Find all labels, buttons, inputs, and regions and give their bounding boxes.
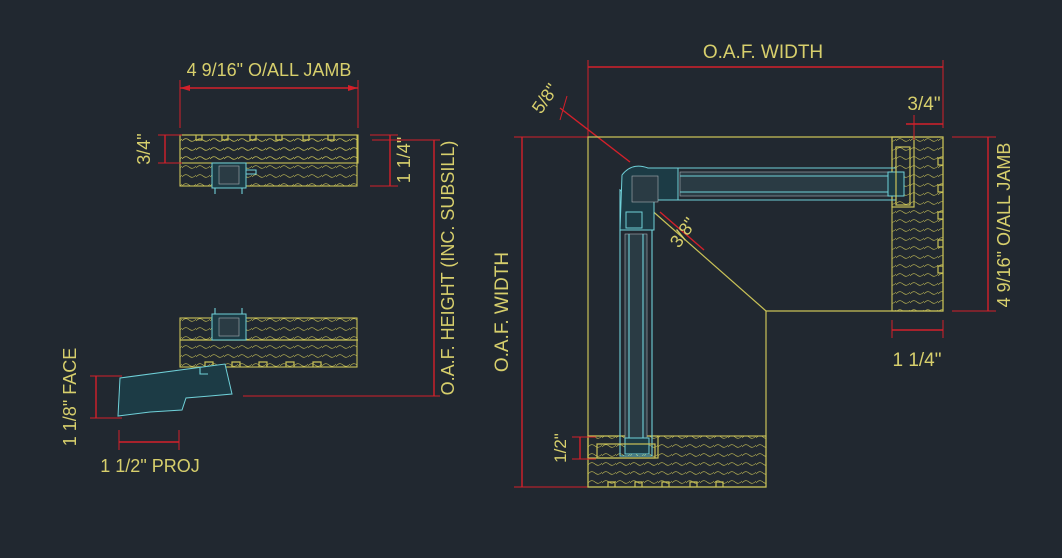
label-one-quarter-right: 1 1/4" (394, 137, 414, 183)
lower-sill-board (179, 308, 358, 368)
dim-oaf-width-top: O.A.F. WIDTH (587, 42, 944, 140)
dim-face: 1 1/8" FACE (60, 348, 122, 446)
dim-jamb-right: 4 9/16" O/ALL JAMB (952, 136, 1014, 312)
dim-three-quarter-left: 3/4" (134, 133, 182, 165)
dim-half: 1/2" (551, 433, 596, 463)
upper-jamb-board (179, 134, 359, 194)
dim-oaf-height: O.A.F. HEIGHT (INC. SUBSILL) (243, 139, 458, 397)
label-one-quarter-bottom: 1 1/4" (892, 350, 941, 371)
dim-one-quarter-right: 1 1/4" (370, 134, 414, 187)
left-jamb-detail: 4 9/16" O/ALL JAMB 3/4" 1 1/4" (60, 60, 458, 476)
label-jamb-right: 4 9/16" O/ALL JAMB (994, 143, 1014, 308)
corner-post (619, 165, 679, 231)
label-oaf-width-left: O.A.F. WIDTH (492, 252, 513, 372)
label-proj: 1 1/2" PROJ (100, 456, 199, 476)
dim-one-quarter-bottom: 1 1/4" (891, 320, 944, 371)
dim-three-quarter-right: 3/4" (906, 94, 943, 140)
right-jamb-board (891, 136, 944, 312)
dim-five-eighths: 5/8" (528, 80, 631, 163)
label-three-eighths: 3/8" (666, 214, 700, 251)
label-face: 1 1/8" FACE (60, 348, 80, 446)
dim-jamb-top: 4 9/16" O/ALL JAMB (179, 60, 359, 128)
subsill (117, 363, 233, 417)
label-oaf-height: O.A.F. HEIGHT (INC. SUBSILL) (438, 141, 458, 396)
label-half: 1/2" (551, 433, 570, 463)
label-five-eighths: 5/8" (528, 80, 562, 117)
dim-proj: 1 1/2" PROJ (100, 430, 200, 476)
right-corner-detail: O.A.F. WIDTH O.A.F. WIDTH 5/8" (492, 42, 1014, 488)
label-three-quarter-left: 3/4" (134, 133, 154, 164)
label-oaf-width-top: O.A.F. WIDTH (703, 42, 823, 63)
dim-oaf-width-left: O.A.F. WIDTH (492, 136, 590, 488)
label-three-quarter-right: 3/4" (907, 94, 940, 115)
glass-unit-horizontal (639, 146, 911, 206)
dim-three-eighths: 3/8" (659, 211, 705, 251)
label-jamb-top: 4 9/16" O/ALL JAMB (187, 60, 352, 80)
